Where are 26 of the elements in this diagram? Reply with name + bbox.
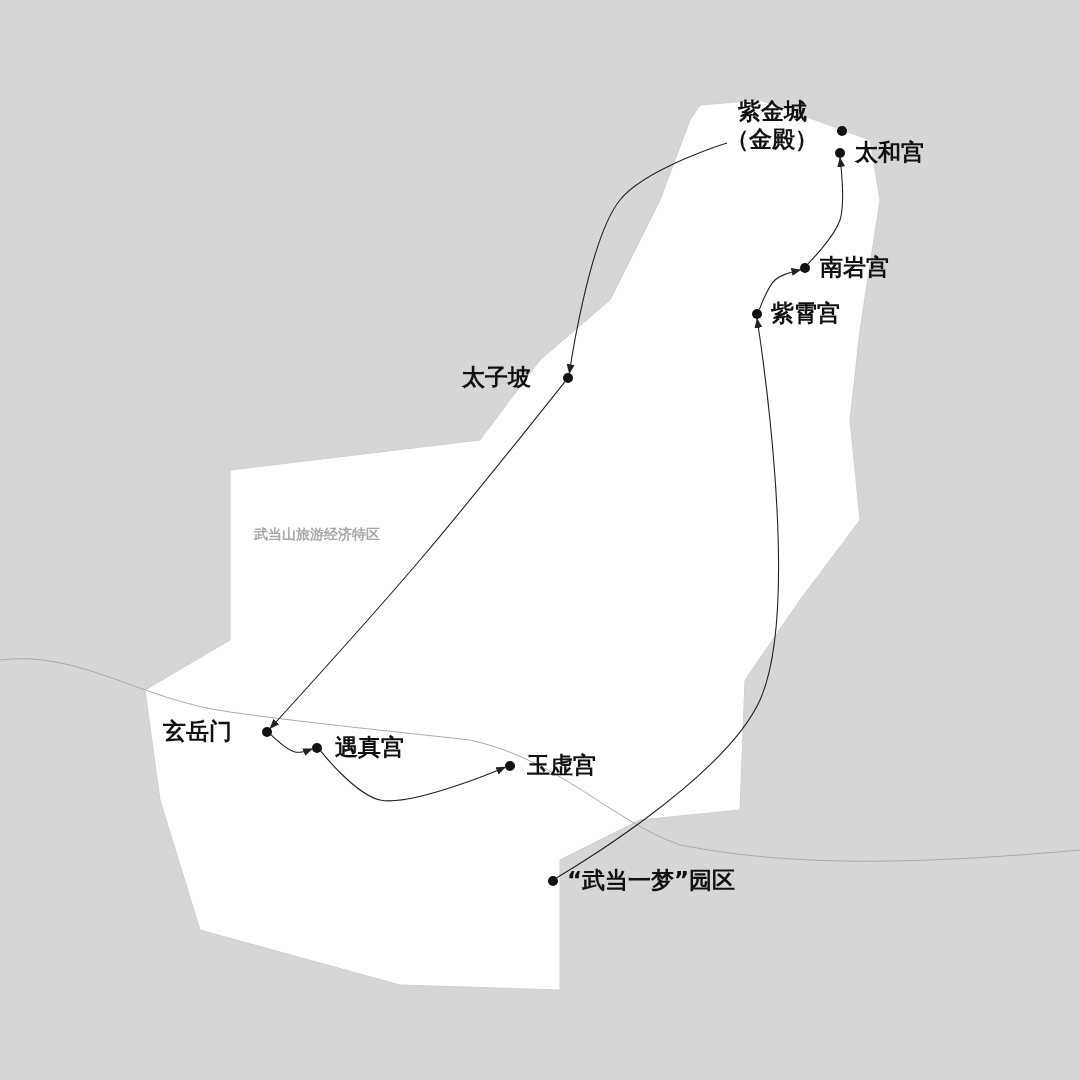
location-dot (262, 727, 272, 737)
place-label: 太子坡 (462, 364, 531, 392)
arrow (556, 318, 779, 879)
location-dot (312, 743, 322, 753)
place-label: 紫金城（金殿） (725, 98, 819, 154)
place-label: 南岩宫 (820, 254, 889, 282)
arrow (270, 734, 313, 756)
arrow (758, 268, 802, 311)
arrow (807, 157, 846, 265)
location-dot (835, 148, 845, 158)
place-label: 太和宫 (855, 139, 924, 167)
region-label: 武当山旅游经济特区 (254, 526, 380, 544)
location-dot (800, 263, 810, 273)
location-dot (837, 126, 847, 136)
place-label: 玄岳门 (163, 718, 232, 746)
location-dot (548, 876, 558, 886)
location-dot (505, 761, 515, 771)
place-label: 遇真宫 (335, 734, 404, 762)
place-label: 玉虚宫 (527, 752, 596, 780)
arrow (566, 142, 728, 375)
place-label: 紫霄宫 (771, 300, 840, 328)
location-dot (752, 309, 762, 319)
arrow (320, 750, 507, 802)
location-dot (563, 373, 573, 383)
arrow (269, 381, 566, 729)
place-label: “武当一梦”园区 (567, 867, 736, 895)
